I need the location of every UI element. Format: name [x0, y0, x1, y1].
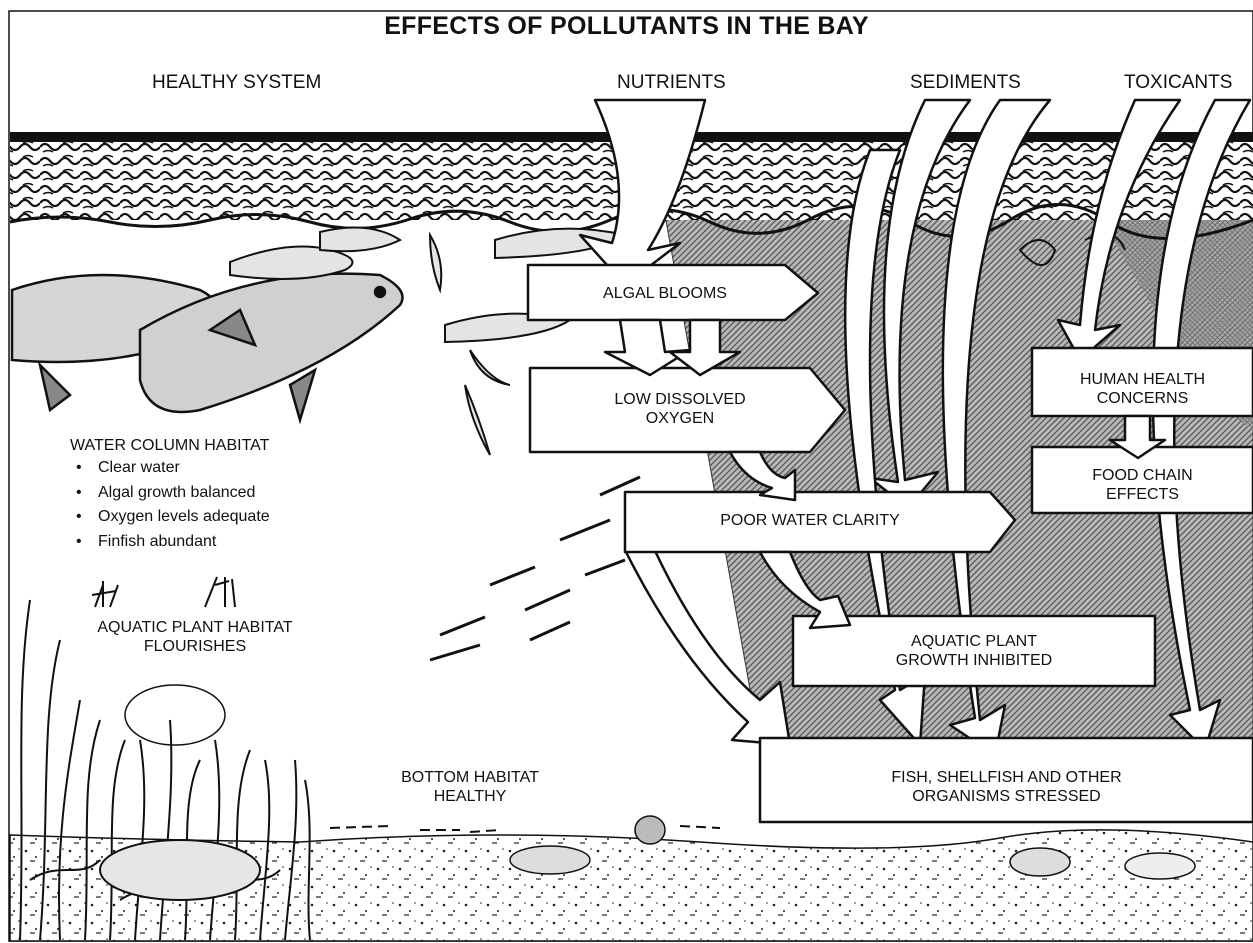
rock [635, 816, 665, 844]
plant-icon [92, 577, 235, 607]
list-item: Algal growth balanced [76, 481, 270, 506]
rock [510, 846, 590, 874]
water-column-list: Clear water Algal growth balanced Oxygen… [76, 456, 270, 554]
list-item: Oxygen levels adequate [76, 505, 270, 530]
crab [100, 840, 260, 900]
fish-school [430, 477, 640, 660]
bottom-habitat-label: BOTTOM HABITAT HEALTHY [370, 768, 570, 806]
list-item: Clear water [76, 456, 270, 481]
shell [1010, 848, 1070, 876]
shell [1125, 853, 1195, 879]
plant-growth-label: AQUATIC PLANT GROWTH INHIBITED [793, 632, 1155, 670]
diagram-title: EFFECTS OF POLLUTANTS IN THE BAY [0, 12, 1253, 41]
algal-blooms-label: ALGAL BLOOMS [540, 284, 790, 303]
fish-stressed-label: FISH, SHELLFISH AND OTHER ORGANISMS STRE… [760, 768, 1253, 806]
aquatic-plant-label: AQUATIC PLANT HABITAT FLOURISHES [68, 618, 322, 656]
label-sediments: SEDIMENTS [910, 72, 1021, 94]
water-column-heading: WATER COLUMN HABITAT [70, 434, 269, 458]
low-oxygen-label: LOW DISSOLVED OXYGEN [550, 390, 810, 428]
label-healthy-system: HEALTHY SYSTEM [152, 72, 321, 94]
label-toxicants: TOXICANTS [1124, 72, 1232, 94]
food-chain-label: FOOD CHAIN EFFECTS [1032, 466, 1253, 504]
fish-large [12, 274, 403, 420]
list-item: Finfish abundant [76, 530, 270, 555]
poor-clarity-label: POOR WATER CLARITY [640, 511, 980, 530]
label-nutrients: NUTRIENTS [617, 72, 726, 94]
human-health-label: HUMAN HEALTH CONCERNS [1032, 370, 1253, 408]
